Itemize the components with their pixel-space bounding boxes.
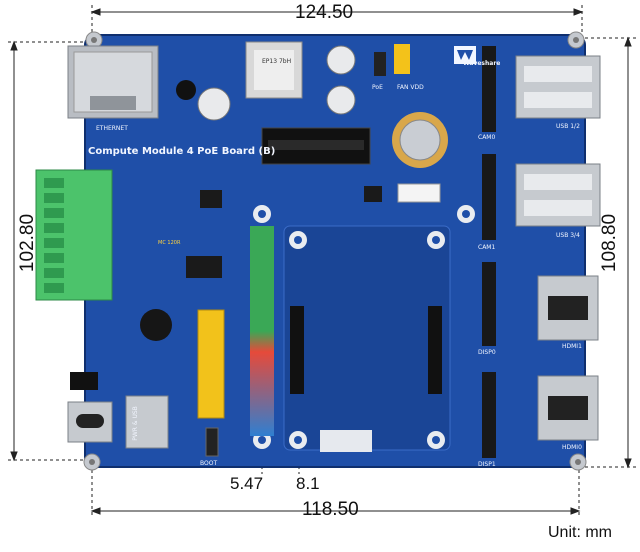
- boot-switch: [205, 427, 219, 457]
- dimension-left-height: 102.80: [17, 213, 38, 273]
- fan-header: [397, 183, 441, 203]
- mc-label: MC 120R: [158, 240, 181, 246]
- sd-slot: [125, 395, 169, 449]
- pwr-jack: [70, 372, 98, 390]
- dimension-lines: [8, 5, 636, 518]
- dimension-right-height: 108.80: [599, 213, 620, 273]
- power-usb-c-port: [67, 401, 113, 443]
- dimension-offset-1: 5.47: [230, 474, 264, 493]
- ethernet-port: [67, 45, 159, 119]
- usb12-label: USB 1/2: [556, 123, 580, 130]
- hdmi0-label: HDMI0: [562, 444, 582, 451]
- fan-vdd-label: FAN VDD: [397, 84, 424, 91]
- cam0-label: CAM0: [478, 134, 496, 141]
- jumpers: [374, 44, 410, 76]
- pcie-slot: [261, 127, 371, 165]
- hdmi-ports: [537, 275, 599, 441]
- boot-label: BOOT: [200, 460, 218, 467]
- board-title: Compute Module 4 PoE Board (B): [88, 146, 276, 157]
- disp1-label: DISP1: [478, 461, 496, 468]
- poe-label: PoE: [372, 84, 383, 91]
- board-mounting-holes: [253, 205, 475, 449]
- usb-ports: [515, 55, 601, 227]
- dimension-bottom-width: 118.50: [302, 499, 359, 520]
- poe-transformer: [245, 41, 303, 99]
- terminal-block: [35, 169, 113, 301]
- rtc-battery: [392, 112, 448, 168]
- usb34-label: USB 3/4: [556, 232, 580, 239]
- corner-mounting-holes: [83, 31, 587, 471]
- waveshare-logo: [454, 46, 476, 64]
- unit-label: Unit: mm: [548, 524, 612, 541]
- dimension-top-width: 124.50: [295, 2, 354, 23]
- dimension-offset-2: 8.1: [296, 474, 320, 493]
- ethernet-label: ETHERNET: [96, 125, 128, 132]
- chips: [186, 186, 382, 278]
- cam1-label: CAM1: [478, 244, 496, 251]
- capacitors: [176, 45, 356, 121]
- buzzer: [140, 309, 172, 341]
- pwr-usb-label: PWR & USB: [131, 406, 139, 441]
- hdmi1-label: HDMI1: [562, 343, 582, 350]
- disp0-label: DISP0: [478, 349, 496, 356]
- gpio-header: [197, 226, 274, 436]
- fpc-connectors: [482, 46, 496, 458]
- cm4-socket-area: [283, 225, 451, 452]
- brand-label: Waveshare: [463, 60, 501, 67]
- transformer-label: EP13 7bH: [262, 58, 292, 65]
